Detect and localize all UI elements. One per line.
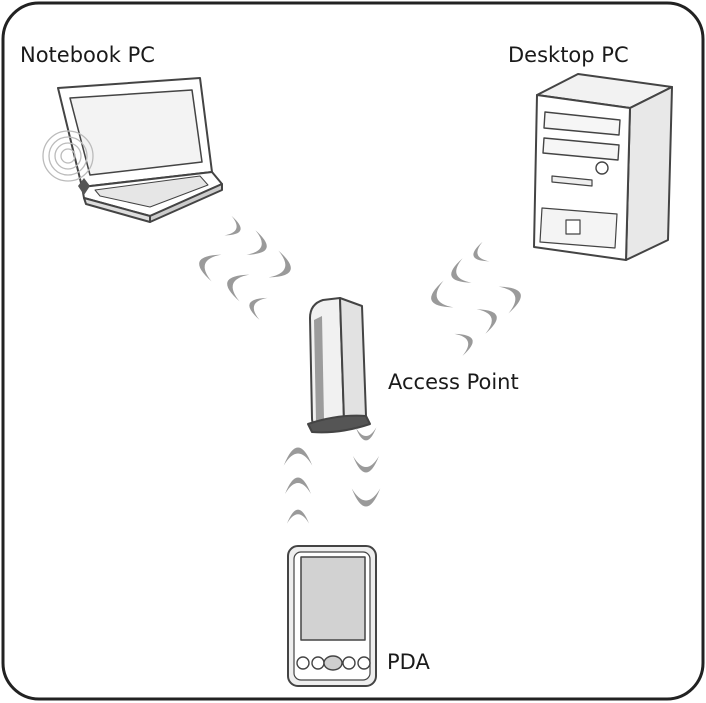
pda-label: PDA — [387, 650, 430, 674]
desktop-pc-icon — [533, 73, 673, 261]
desktop-pc-label: Desktop PC — [508, 43, 629, 67]
pda-icon — [287, 545, 377, 687]
access-point-icon — [307, 297, 371, 434]
notebook-pc-label: Notebook PC — [20, 43, 155, 67]
access-point-label: Access Point — [388, 370, 519, 394]
notebook-pc-icon — [42, 77, 223, 223]
